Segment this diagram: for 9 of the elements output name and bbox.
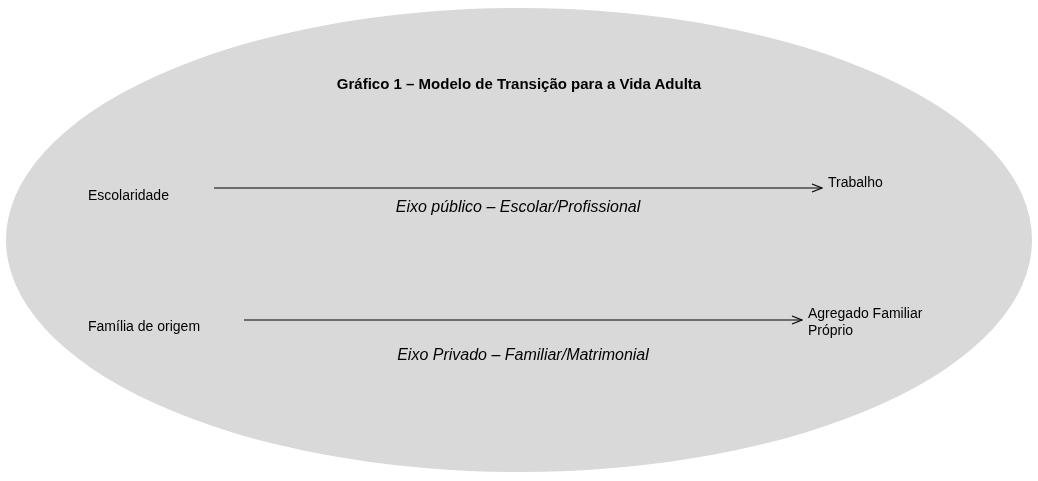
arrow (243, 315, 803, 325)
node-label: Trabalho (828, 174, 918, 191)
arrow (213, 183, 823, 193)
node-label: Família de origem (88, 318, 238, 335)
edge-label: Eixo Privado – Familiar/Matrimonial (397, 346, 649, 364)
node-label: Escolaridade (88, 187, 208, 204)
edge-label: Eixo público – Escolar/Profissional (395, 198, 641, 216)
node-label: Agregado Familiar Próprio (808, 305, 948, 339)
node-label: Gráfico 1 – Modelo de Transição para a Vida Adulta (335, 75, 703, 92)
